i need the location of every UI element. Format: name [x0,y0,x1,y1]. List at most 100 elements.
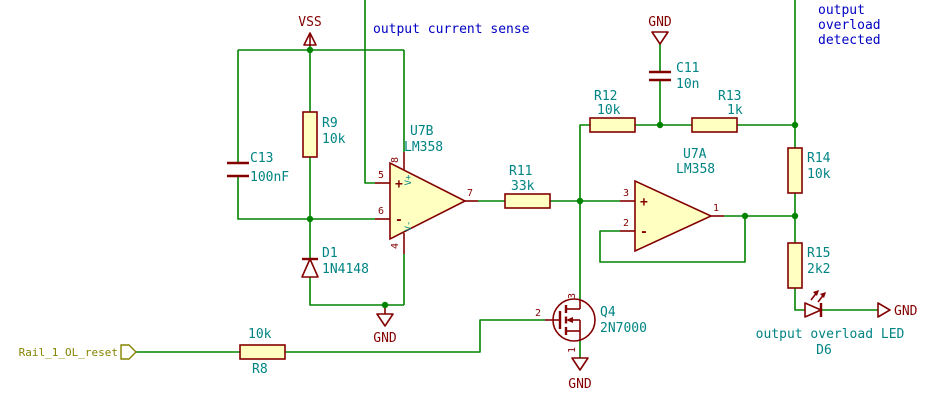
gnd-mid-icon [376,313,394,327]
r11-value: 33k [511,179,535,194]
r13-value: 1k [727,103,743,118]
q4-pin2-number: 2 [535,308,541,319]
u7b-triangle [389,161,467,241]
u7a-minus-mark: - [640,225,648,240]
r12-body [589,117,636,133]
junction-dot [656,121,664,129]
gnd-top-icon [651,31,669,45]
gnd-led-icon [877,302,891,318]
power-vss[interactable]: VSS [298,15,322,46]
resistor-r15[interactable]: R15 2k2 [787,242,830,289]
q4-pin1-number: 1 [567,347,578,353]
opamp-u7a[interactable]: + - 3 2 1 U7A LM358 [620,147,724,253]
c13-ref: C13 [250,151,273,166]
u7b-plus-mark: + [395,177,403,192]
vss-label: VSS [298,15,321,30]
wire-pin2-feedback[interactable] [599,216,746,263]
r13-ref: R13 [718,89,741,104]
text-notes: output current sense output overload det… [373,3,881,48]
wire-feedback-up[interactable] [579,124,590,201]
u7b-value: LM358 [404,140,443,155]
q4-value: 2N7000 [600,321,647,336]
d6-value: output overload LED [756,327,905,342]
u7a-ref: U7A [683,147,707,162]
junction-dot [791,212,799,220]
r15-body [787,242,803,289]
u7b-vplus-label: V+ [404,174,414,185]
diode-d1[interactable]: D1 1N4148 [301,246,369,278]
resistor-r8[interactable]: 10k R8 [239,327,286,377]
r11-ref: R11 [509,164,532,179]
junction-dot [306,46,314,54]
r8-body [239,344,286,360]
gnd-mid-label: GND [373,331,397,346]
gnd-top-label: GND [648,15,672,30]
c11-value: 10n [676,77,699,92]
power-gnd-q4[interactable]: GND [568,357,592,392]
d1-value: 1N4148 [322,262,369,277]
opamp-u7b[interactable]: + - V+ V- 5 6 7 8 4 U7B LM358 [375,124,478,254]
r14-value: 10k [807,167,831,182]
junction-dot [576,197,584,205]
note-current-sense[interactable]: output current sense [373,22,530,37]
wires [136,0,878,358]
d1-triangle [301,258,319,278]
u7b-pin6-number: 6 [378,206,384,217]
c13-value: 100nF [250,170,289,185]
r15-ref: R15 [807,246,830,261]
q4-ref: Q4 [600,305,616,320]
resistor-r9[interactable]: R9 10k [302,111,346,158]
u7b-pin4-number: 4 [390,243,401,249]
power-gnd-top[interactable]: GND [648,15,672,45]
junction-dots [306,46,799,309]
d6-arrow1-head [813,290,819,296]
resistor-r13[interactable]: R13 1k [691,89,743,133]
u7b-minus-mark: - [395,213,403,228]
r13-body [691,117,738,133]
note-overload-line1[interactable]: output [818,3,865,18]
wire-r15-led[interactable] [794,288,805,311]
r14-body [787,147,803,194]
u7b-vminus-label: V- [404,221,414,232]
hier-label-text: Rail_1_OL_reset [19,346,118,359]
r9-body [302,111,318,158]
hier-label-shape [120,344,137,360]
r15-value: 2k2 [807,262,830,277]
r12-value: 10k [597,103,621,118]
gnd-q4-icon [571,357,589,371]
r11-body [504,193,551,209]
capacitor-c11[interactable]: C11 10n [649,61,699,92]
mosfet-q4[interactable]: 2 3 1 Q4 2N7000 [535,293,647,353]
power-gnd-led[interactable]: GND [877,302,918,319]
wire-ref-line[interactable] [237,176,375,220]
d6-arrow2-head [820,292,826,298]
r8-ref: R8 [252,362,268,377]
wire-bottom-rail[interactable] [309,277,404,306]
resistor-r14[interactable]: R14 10k [787,147,831,194]
u7a-value: LM358 [676,162,715,177]
u7b-ref: U7B [410,124,434,139]
junction-dot [306,215,314,223]
r9-value: 10k [322,132,346,147]
r9-ref: R9 [322,116,338,131]
u7a-pin2-number: 2 [623,218,629,229]
capacitor-c13[interactable]: C13 100nF [227,151,289,185]
u7b-pin8-number: 8 [390,157,401,163]
r12-ref: R12 [594,89,617,104]
r8-value: 10k [248,327,272,342]
resistor-r12[interactable]: R12 10k [589,89,636,133]
junction-dot [381,301,389,309]
wire-current-sense[interactable] [364,0,375,184]
d1-ref: D1 [322,246,338,261]
resistor-r11[interactable]: R11 33k [504,164,551,209]
wire-gate-route[interactable] [285,319,545,353]
note-overload-line3[interactable]: detected [818,33,881,48]
junction-dot [741,212,749,220]
vss-arrow-icon [303,32,317,46]
power-gnd-mid[interactable]: GND [373,305,397,346]
r14-ref: R14 [807,151,831,166]
led-d6[interactable]: output overload LED D6 [756,290,905,358]
note-overload-line2[interactable]: overload [818,18,881,33]
hier-label-reset[interactable]: Rail_1_OL_reset [19,344,137,360]
